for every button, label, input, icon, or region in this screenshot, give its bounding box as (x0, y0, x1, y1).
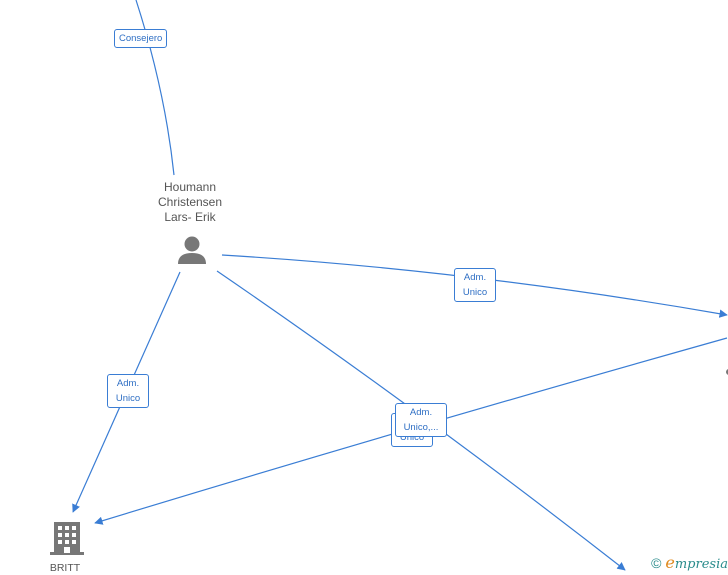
edge-label-consejero[interactable]: Consejero (114, 29, 168, 48)
brand-name: mpresia (674, 557, 728, 572)
copyright-symbol: © (651, 555, 662, 571)
brand-initial: e (665, 553, 675, 572)
edge-label-adm-unico-britt[interactable]: Adm. Unico (107, 374, 149, 408)
person-name-line: Houmann (163, 180, 217, 194)
building-icon[interactable] (50, 522, 84, 555)
edge-label-adm-unico-right[interactable]: Adm. Unico (454, 268, 496, 302)
edge-label-adm-unico-multi[interactable]: Adm. Unico,... (395, 403, 447, 437)
person-icon[interactable] (178, 236, 206, 265)
person-name[interactable]: Houmann Christensen Lars- Erik (140, 180, 240, 225)
company-name[interactable]: BRITT (49, 562, 81, 574)
person-name-line: Christensen (157, 195, 223, 209)
person-name-line: Lars- Erik (164, 210, 216, 224)
empresia-logo: ©empresia (651, 553, 728, 572)
edge-consejero (135, 0, 175, 176)
